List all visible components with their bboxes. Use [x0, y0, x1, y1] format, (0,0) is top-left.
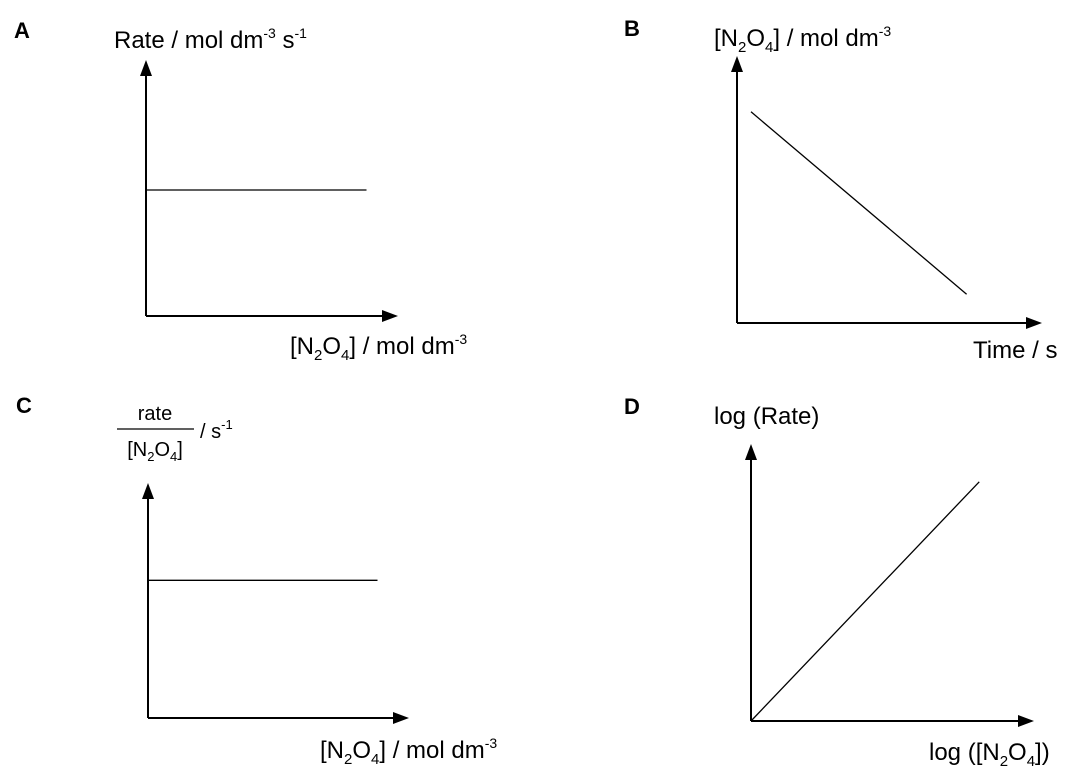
panel-a-y-axis-arrow: [140, 60, 152, 76]
panel-b-y-axis-arrow: [731, 56, 743, 72]
panel-d: D log (Rate) log ([N2O4]): [624, 394, 1050, 770]
panel-a-x-axis-arrow: [382, 310, 398, 322]
panel-b-letter: B: [624, 16, 640, 41]
panel-b-y-axis-label: [N2O4] / mol dm-3: [714, 23, 891, 56]
panel-a-x-axis-label: [N2O4] / mol dm-3: [290, 331, 467, 364]
panel-d-y-axis-arrow: [745, 444, 757, 460]
panel-b-x-axis-label: Time / s: [973, 337, 1057, 364]
panel-c-y-axis-arrow: [142, 483, 154, 499]
panel-c-x-axis-label: [N2O4] / mol dm-3: [320, 735, 497, 768]
panel-b: B [N2O4] / mol dm-3 Time / s: [624, 16, 1057, 364]
panel-b-series-line: [750, 111, 968, 295]
panel-d-y-axis-label: log (Rate): [714, 403, 819, 430]
panel-a: A Rate / mol dm-3 s-1 [N2O4] / mol dm-3: [14, 18, 467, 364]
panel-d-letter: D: [624, 394, 640, 419]
panel-c-y-label-numerator: rate: [138, 403, 172, 425]
panel-d-x-axis-label: log ([N2O4]): [929, 739, 1050, 770]
panel-d-series-line: [750, 481, 980, 722]
panel-c-y-label-unit: / s-1: [200, 417, 233, 443]
panel-c-letter: C: [16, 393, 32, 418]
panel-a-letter: A: [14, 18, 30, 43]
panel-c-x-axis-arrow: [393, 712, 409, 724]
panel-a-y-axis-label: Rate / mol dm-3 s-1: [114, 25, 307, 54]
panel-b-x-axis-arrow: [1026, 317, 1042, 329]
panel-c: C rate [N2O4] / s-1 [N2O4] / mol dm-3: [16, 393, 497, 768]
panel-c-y-label-denominator: [N2O4]: [127, 439, 183, 464]
panel-d-x-axis-arrow: [1018, 715, 1034, 727]
